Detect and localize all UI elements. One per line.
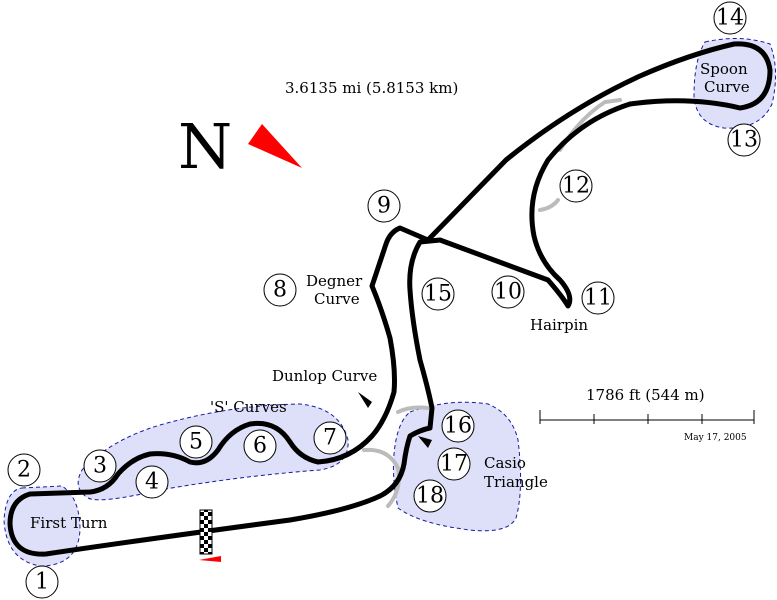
- casio-direction-arrow: [418, 436, 432, 448]
- svg-text:15: 15: [424, 282, 452, 307]
- turn-5: 5: [179, 425, 213, 459]
- turn-17: 17: [437, 447, 471, 481]
- turn-markers: 1 2 3 4 5 6 7 8 9 10 11 12 13 14 15 16 1…: [7, 1, 761, 599]
- section-labels: Spoon Curve Degner Curve Hairpin Dunlop …: [30, 60, 750, 532]
- turn-11: 11: [581, 281, 615, 315]
- turn-15: 15: [421, 277, 455, 311]
- turn-14: 14: [713, 1, 747, 35]
- turn-18: 18: [413, 479, 447, 513]
- svg-text:17: 17: [440, 452, 468, 477]
- svg-text:7: 7: [323, 426, 337, 451]
- scale-bar: [539, 410, 755, 424]
- svg-text:3: 3: [93, 454, 107, 479]
- zone-s-curves: [77, 403, 349, 501]
- svg-text:16: 16: [444, 414, 472, 439]
- turn-6: 6: [243, 429, 277, 463]
- label-spoon-1: Spoon: [700, 60, 748, 78]
- label-degner-2: Curve: [314, 290, 360, 308]
- turn-7: 7: [313, 421, 347, 455]
- turn-13: 13: [727, 123, 761, 157]
- svg-text:10: 10: [494, 280, 522, 305]
- svg-text:4: 4: [145, 470, 159, 495]
- svg-text:13: 13: [730, 128, 758, 153]
- old-track-dunlop: [396, 405, 430, 414]
- checkered-flag: [199, 509, 213, 555]
- dunlop-direction-arrow: [358, 392, 372, 408]
- north-label: N: [178, 110, 232, 183]
- map-date: May 17, 2005: [684, 433, 747, 443]
- label-dunlop: Dunlop Curve: [272, 367, 377, 385]
- label-s-curves: 'S' Curves: [210, 398, 287, 416]
- label-first-turn: First Turn: [30, 514, 108, 532]
- svg-text:9: 9: [377, 194, 391, 219]
- label-casio-1: Casio: [484, 454, 526, 472]
- turn-10: 10: [491, 275, 525, 309]
- circuit-length: 3.6135 mi (5.8153 km): [285, 79, 458, 97]
- svg-text:14: 14: [716, 6, 744, 31]
- turn-3: 3: [83, 449, 117, 483]
- svg-text:1: 1: [35, 570, 49, 595]
- start-direction-marker: [199, 556, 221, 562]
- svg-text:11: 11: [584, 286, 612, 311]
- old-track-south: [362, 447, 401, 508]
- svg-text:2: 2: [17, 458, 31, 483]
- turn-12: 12: [559, 169, 593, 203]
- main-track: [7, 41, 773, 557]
- svg-text:6: 6: [253, 434, 267, 459]
- turn-8: 8: [263, 273, 297, 307]
- track-path: [7, 41, 773, 557]
- turn-9: 9: [367, 189, 401, 223]
- scale-label: 1786 ft (544 m): [586, 386, 705, 404]
- old-track-mid: [538, 198, 560, 212]
- turn-1: 1: [25, 565, 59, 599]
- svg-text:18: 18: [416, 484, 444, 509]
- turn-4: 4: [135, 465, 169, 499]
- turn-2: 2: [7, 453, 41, 487]
- label-hairpin: Hairpin: [530, 316, 588, 334]
- label-spoon-2: Curve: [704, 78, 750, 96]
- north-arrow-icon: [248, 124, 302, 168]
- turn-16: 16: [441, 409, 475, 443]
- label-degner-1: Degner: [306, 272, 363, 290]
- svg-text:12: 12: [562, 174, 590, 199]
- svg-text:5: 5: [189, 430, 203, 455]
- svg-text:8: 8: [273, 278, 287, 303]
- label-casio-2: Triangle: [484, 473, 548, 491]
- start-finish-line: [199, 509, 221, 562]
